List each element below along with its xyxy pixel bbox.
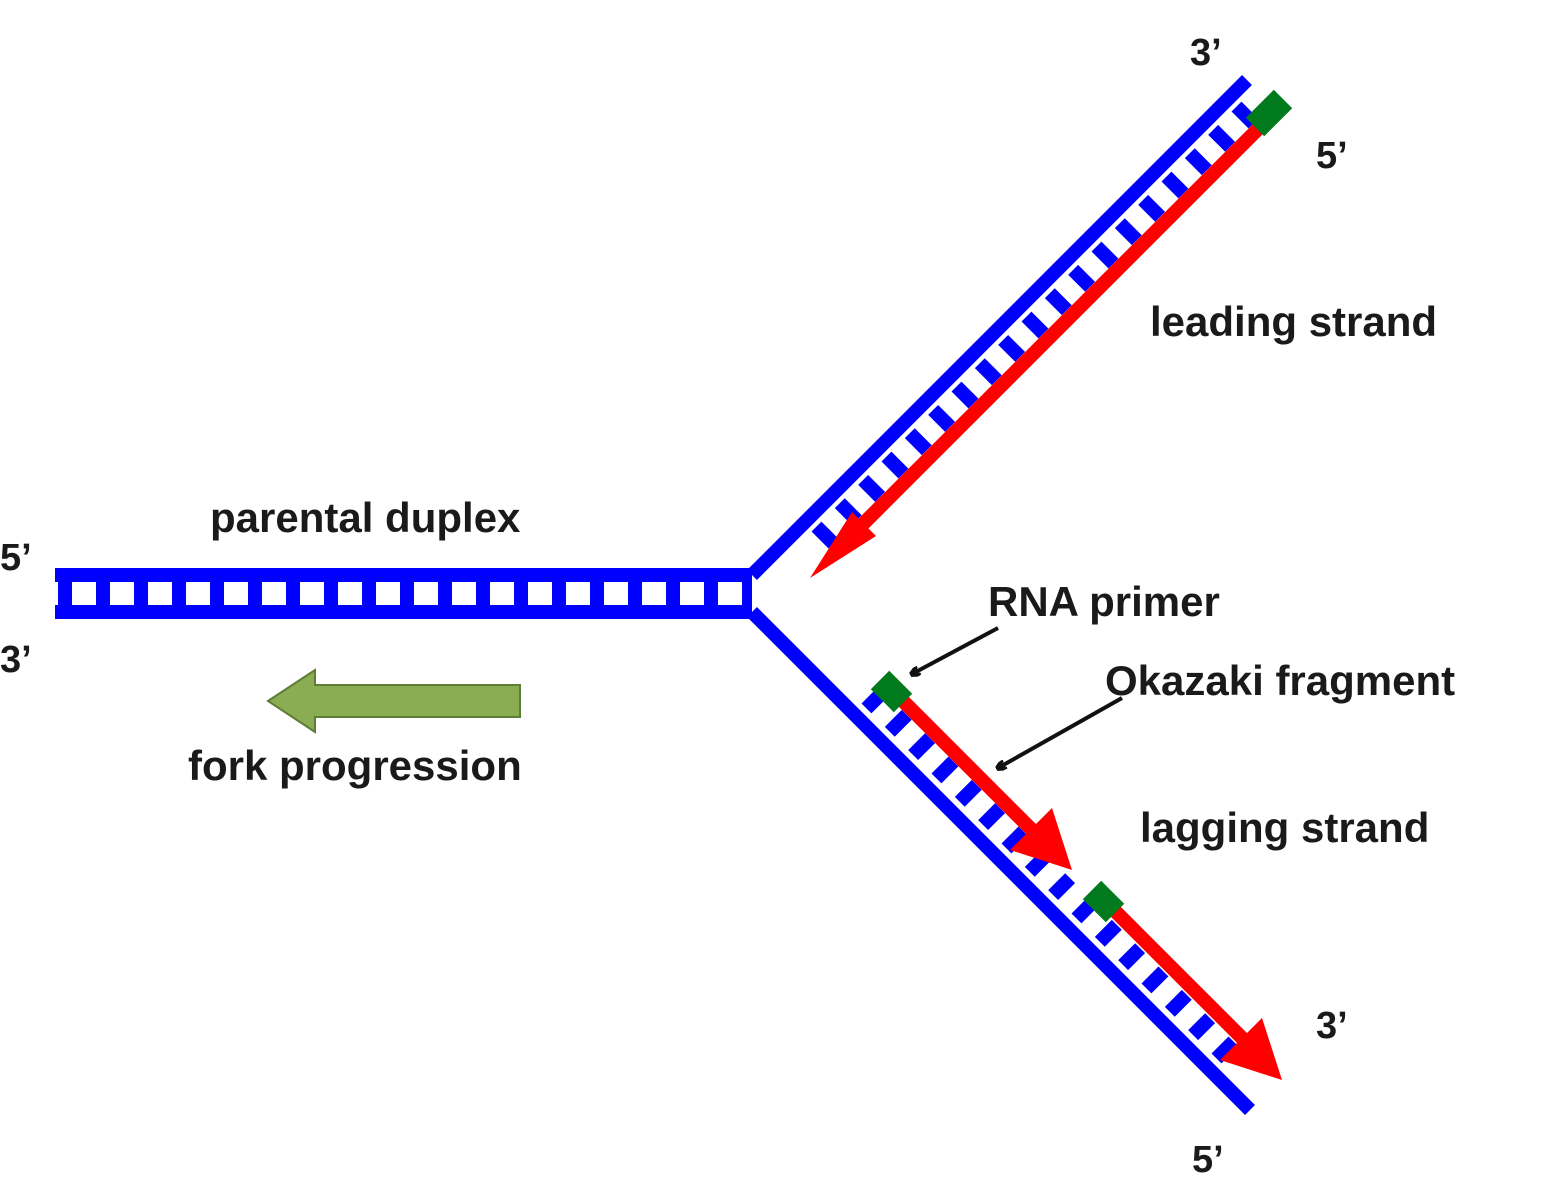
leading-parent-end-label: 3’ [1190,32,1222,74]
leading-strand-arrowhead [810,512,876,578]
leading-new-end-label: 5’ [1316,135,1348,177]
okazaki-fragment-pointer [998,696,1123,768]
duplex-top-left-end-label: 5’ [0,537,32,579]
parental-duplex-label: parental duplex [210,494,521,541]
lagging-parent-end-label: 5’ [1192,1139,1224,1181]
lagging-strand-label: lagging strand [1140,804,1429,851]
okazaki-fragment-2 [1082,880,1282,1080]
fork-progression-arrow [266,668,521,734]
fork-progression-label: fork progression [188,742,522,789]
okazaki-fragment-label: Okazaki fragment [1105,657,1455,704]
okazaki-fragment-1 [870,670,1072,870]
leading-strand-label: leading strand [1150,298,1437,345]
lagging-base-pairs [861,686,1249,1074]
leading-new-strand [837,120,1267,550]
duplex-bottom-left-end-label: 3’ [0,639,32,681]
rna-primer-pointer [912,626,999,674]
okazaki-fragment-2-arrowhead [1220,1018,1282,1080]
okazaki-fragment-1-arrowhead [1010,808,1072,870]
lagging-parental-strand [747,607,1255,1115]
rna-primer-2 [1082,880,1125,923]
parental-duplex [55,568,752,619]
leading-branch [747,75,1293,580]
rna-primer-label: RNA primer [988,578,1220,625]
leading-base-pairs [811,96,1264,549]
leading-rna-primer [1245,89,1293,137]
rna-primer-1 [870,670,913,713]
lagging-branch [747,607,1282,1115]
lagging-new-end-label: 3’ [1316,1005,1348,1047]
leading-parental-strand [747,75,1252,580]
